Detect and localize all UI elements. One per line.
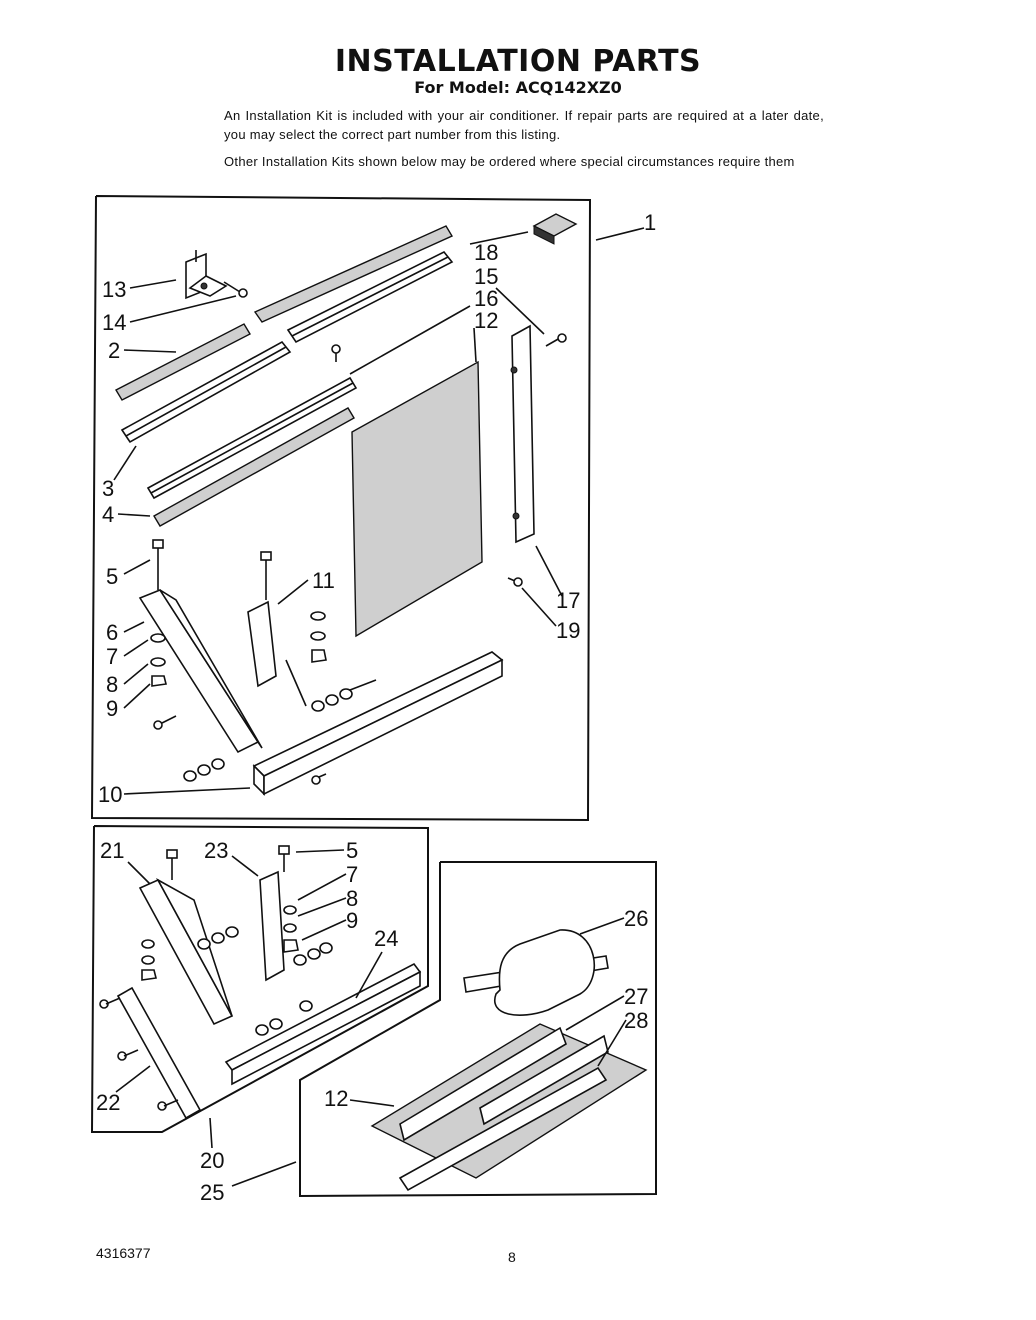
kit-a-frame	[90, 825, 429, 1133]
callout-1: 1	[644, 210, 656, 235]
top-channel-part	[286, 250, 454, 344]
washer-stack-part	[310, 611, 327, 663]
callout-5: 5	[346, 838, 358, 863]
callout-numbers-kit-b: 26 27 28 12 25	[200, 906, 648, 1205]
screw-part	[507, 577, 523, 587]
support-arm-part	[138, 589, 263, 754]
callout-leaders-kit-b	[231, 917, 627, 1187]
support-arm-part	[138, 849, 234, 1026]
side-channel-part	[120, 340, 292, 444]
main-kit-frame	[90, 195, 592, 822]
callout-16: 16	[474, 286, 498, 311]
callout-25: 25	[200, 1180, 224, 1205]
callout-21: 21	[100, 838, 124, 863]
gasket-part	[463, 929, 609, 1016]
callout-7: 7	[106, 644, 118, 669]
callout-17: 17	[556, 588, 580, 613]
callout-27: 27	[624, 984, 648, 1009]
hardware-set-part	[99, 905, 333, 1111]
callout-18: 18	[474, 240, 498, 265]
model-subtitle: For Model: ACQ142XZ0	[414, 78, 622, 97]
support-bar-part	[252, 651, 504, 796]
angle-bracket-part	[259, 845, 290, 982]
bolt-part	[152, 539, 164, 590]
callout-9: 9	[346, 908, 358, 933]
insulation-panel-part	[370, 1023, 648, 1192]
top-rail-part	[253, 225, 454, 323]
bottom-strip-part	[153, 407, 355, 527]
callout-6: 6	[106, 620, 118, 645]
kit-b-frame	[299, 861, 657, 1198]
page-number: 8	[508, 1249, 516, 1265]
long-channel-part	[146, 344, 358, 500]
callout-4: 4	[102, 502, 114, 527]
foam-strip-part	[115, 323, 251, 401]
lower-arm-part	[116, 986, 202, 1120]
callout-5: 5	[106, 564, 118, 589]
callout-15: 15	[474, 264, 498, 289]
screw-part	[223, 281, 248, 298]
callout-8: 8	[346, 886, 358, 911]
callout-10: 10	[98, 782, 122, 807]
callout-numbers-main: 13 14 2 3 4 5 6 7 8 9 10 11 18 15 16 12 …	[98, 210, 656, 807]
washer-stack-part	[150, 633, 167, 687]
callout-23: 23	[204, 838, 228, 863]
callout-leaders-kit-a	[115, 849, 383, 1149]
angle-bracket-part	[247, 551, 277, 688]
callout-3: 3	[102, 476, 114, 501]
page-title: INSTALLATION PARTS	[334, 44, 702, 79]
support-bar-part	[224, 962, 422, 1086]
callout-8: 8	[106, 672, 118, 697]
callout-2: 2	[108, 338, 120, 363]
screw-part	[153, 715, 177, 730]
callout-12: 12	[474, 308, 498, 333]
callout-13: 13	[102, 277, 126, 302]
intro-paragraph-other-kits: Other Installation Kits shown below may …	[224, 154, 795, 169]
screw-part	[545, 333, 567, 347]
nut-washer-set-part	[183, 659, 377, 782]
callout-24: 24	[374, 926, 398, 951]
callout-11: 11	[312, 568, 335, 593]
callout-leaders-main	[113, 227, 645, 795]
side-post-part	[510, 324, 535, 544]
intro-paragraph-kit: An Installation Kit is included with you…	[224, 108, 824, 142]
callout-20: 20	[200, 1148, 224, 1173]
callout-26: 26	[624, 906, 648, 931]
callout-12: 12	[324, 1086, 348, 1111]
callout-9: 9	[106, 696, 118, 721]
callout-19: 19	[556, 618, 580, 643]
document-number: 4316377	[96, 1245, 151, 1261]
callout-14: 14	[102, 310, 126, 335]
foam-block-part	[532, 213, 578, 245]
callout-7: 7	[346, 862, 358, 887]
mounting-bracket-part	[185, 250, 228, 300]
callout-28: 28	[624, 1008, 648, 1033]
callout-numbers-kit-a: 21 23 5 7 8 9 24 22 20	[96, 838, 398, 1173]
callout-22: 22	[96, 1090, 120, 1115]
insulation-panel-part	[351, 360, 483, 638]
